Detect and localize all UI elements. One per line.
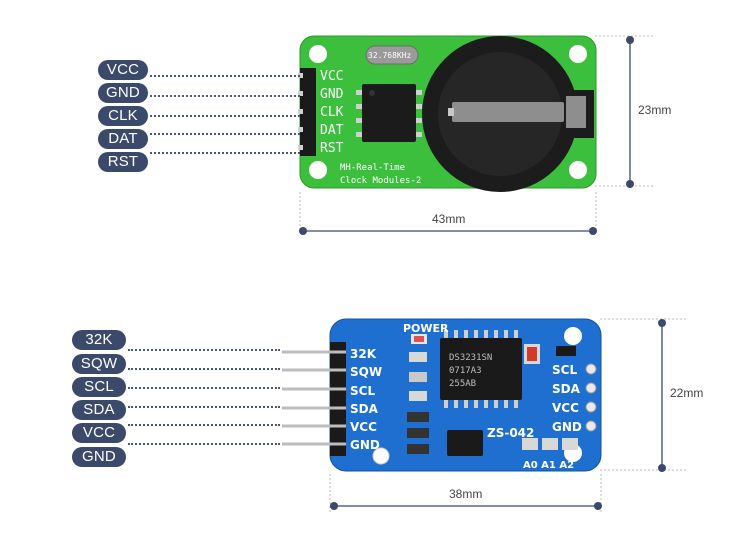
silk-right-vcc: VCC: [552, 401, 579, 415]
lead-line: [150, 95, 300, 97]
top-silkscreen: VCC GND CLK DAT RST 32.768KHz MH-Real-Ti…: [320, 51, 421, 186]
lead-line: [128, 387, 280, 389]
pin-label-sqw: SQW: [72, 354, 126, 374]
pin-label-dat: DAT: [98, 129, 148, 149]
silk-clk: CLK: [320, 105, 344, 120]
lead-line: [150, 75, 300, 77]
silk-power: POWER: [403, 322, 449, 335]
silk-left-sda: SDA: [350, 402, 379, 416]
lead-line: [128, 349, 280, 351]
chip-text-2: 0717A3: [449, 366, 482, 376]
lead-line: [150, 152, 300, 154]
silk-right-sda: SDA: [552, 382, 581, 396]
pin-label-clk: CLK: [98, 106, 148, 126]
silk-left-32k: 32K: [350, 347, 377, 361]
lead-line: [128, 406, 280, 408]
pin-label-vcc-bottom: VCC: [72, 423, 126, 443]
lead-line: [128, 424, 280, 426]
ds3231-chip: DS3231SN 0717A3 255AB: [440, 330, 522, 408]
eeprom-chip: [447, 430, 483, 456]
lead-line: [150, 115, 300, 117]
pin-label-rst: RST: [98, 152, 148, 172]
lead-line: [128, 368, 280, 370]
silk-right-scl: SCL: [552, 363, 577, 377]
silk-left-sqw: SQW: [350, 365, 382, 379]
pin-label-scl: SCL: [72, 377, 126, 397]
bottom-height-label: 22mm: [670, 386, 704, 400]
pin-label-32k: 32K: [72, 330, 126, 350]
silk-gnd: GND: [320, 87, 344, 102]
pin-label-gnd-bottom: GND: [72, 447, 126, 467]
bottom-width-label: 38mm: [449, 487, 483, 501]
dip-chip: [356, 84, 422, 142]
smd-components: [407, 334, 597, 454]
silk-crystal-text: 32.768KHz: [368, 51, 412, 60]
top-pin-header: [298, 68, 316, 156]
crystal-oscillator: [365, 45, 419, 65]
pin-label-sda: SDA: [72, 400, 126, 420]
silk-left-gnd: GND: [350, 438, 380, 452]
bottom-silkscreen: 32K SQW SCL SDA VCC GND SCL SDA VCC GND …: [350, 322, 582, 471]
lead-line: [150, 133, 300, 135]
top-width-label: 43mm: [432, 212, 466, 226]
bottom-pin-header: [282, 342, 346, 456]
silk-address-pins: A0 A1 A2: [523, 460, 574, 471]
silk-dat: DAT: [320, 123, 344, 138]
chip-text-3: 255AB: [449, 379, 476, 389]
silk-left-vcc: VCC: [350, 420, 377, 434]
lead-line: [128, 443, 280, 445]
silk-rst: RST: [320, 141, 344, 156]
pin-label-gnd: GND: [98, 83, 148, 103]
pin-label-vcc: VCC: [98, 60, 148, 80]
silk-left-scl: SCL: [350, 384, 375, 398]
silk-title-2: Clock Modules-2: [340, 176, 421, 186]
silk-vcc: VCC: [320, 69, 343, 84]
chip-text-1: DS3231SN: [449, 353, 492, 363]
silk-right-gnd: GND: [552, 420, 582, 434]
top-height-label: 23mm: [638, 103, 672, 117]
silk-title-1: MH-Real-Time: [340, 163, 405, 173]
silk-model: ZS-042: [487, 426, 534, 440]
coin-battery-holder: [422, 36, 594, 192]
